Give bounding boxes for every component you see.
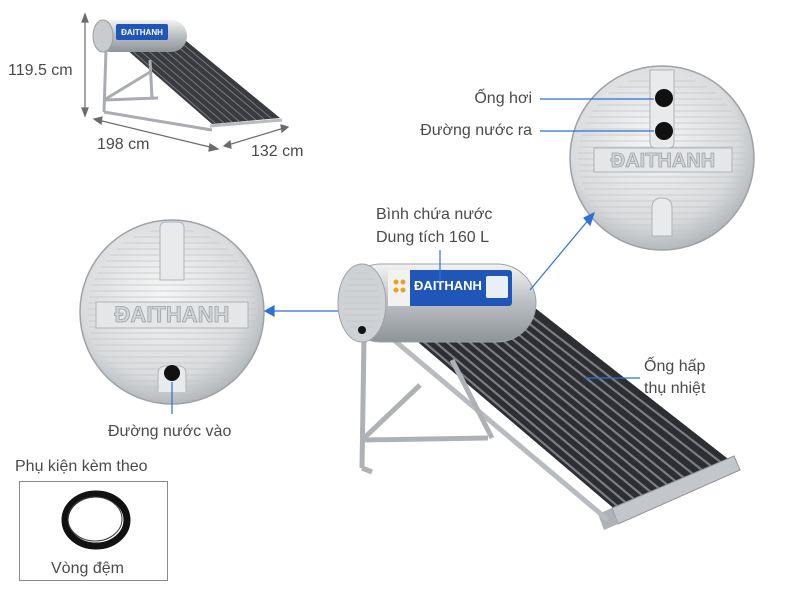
accessory-box	[19, 481, 168, 581]
main-heater-illustration: ĐAITHANH	[337, 263, 741, 530]
accessory-item-label: Vòng đệm	[51, 560, 124, 577]
right-cap-pointer-line	[529, 217, 591, 291]
water-outlet-hole-icon	[655, 122, 673, 140]
height-dimension-label: 119.5 cm	[8, 62, 73, 79]
length-dimension-label: 198 cm	[97, 136, 150, 153]
small-brand-label: ĐAITHANH	[121, 28, 163, 37]
tank-end-cap-outlets: ĐAITHANH	[569, 65, 755, 251]
water-outlet-label: Đường nước ra	[420, 122, 532, 139]
tank-capacity-label: Dung tích 160 L	[376, 229, 489, 246]
left-cap-brand-emboss: ĐAITHANH	[115, 302, 230, 327]
right-cap-brand-emboss: ĐAITHANH	[611, 150, 715, 172]
tank-end-cap-inlet: ĐAITHANH	[79, 219, 265, 405]
dimension-lines	[81, 12, 290, 152]
width-dimension-label: 132 cm	[251, 143, 304, 160]
left-cap-arrow-icon	[263, 304, 275, 318]
water-inlet-label: Đường nước vào	[108, 423, 232, 440]
tubes-label-line2: thụ nhiệt	[644, 380, 706, 397]
callout-lines	[171, 98, 654, 414]
small-heater-illustration: ĐAITHANH	[92, 19, 283, 132]
tubes-label-line1: Ống hấp	[644, 358, 706, 375]
water-inlet-hole-icon	[164, 365, 180, 381]
tank-label-line1: Bình chứa nước	[376, 206, 493, 223]
steam-outlet-hole-icon	[655, 89, 673, 107]
steam-outlet-label: Ống hơi	[474, 90, 532, 107]
right-cap-arrow-icon	[583, 211, 596, 227]
accessory-title: Phụ kiện kèm theo	[15, 458, 148, 475]
rubber-gasket-ring-icon	[61, 490, 131, 550]
tank-brand-label: ĐAITHANH	[414, 278, 482, 293]
